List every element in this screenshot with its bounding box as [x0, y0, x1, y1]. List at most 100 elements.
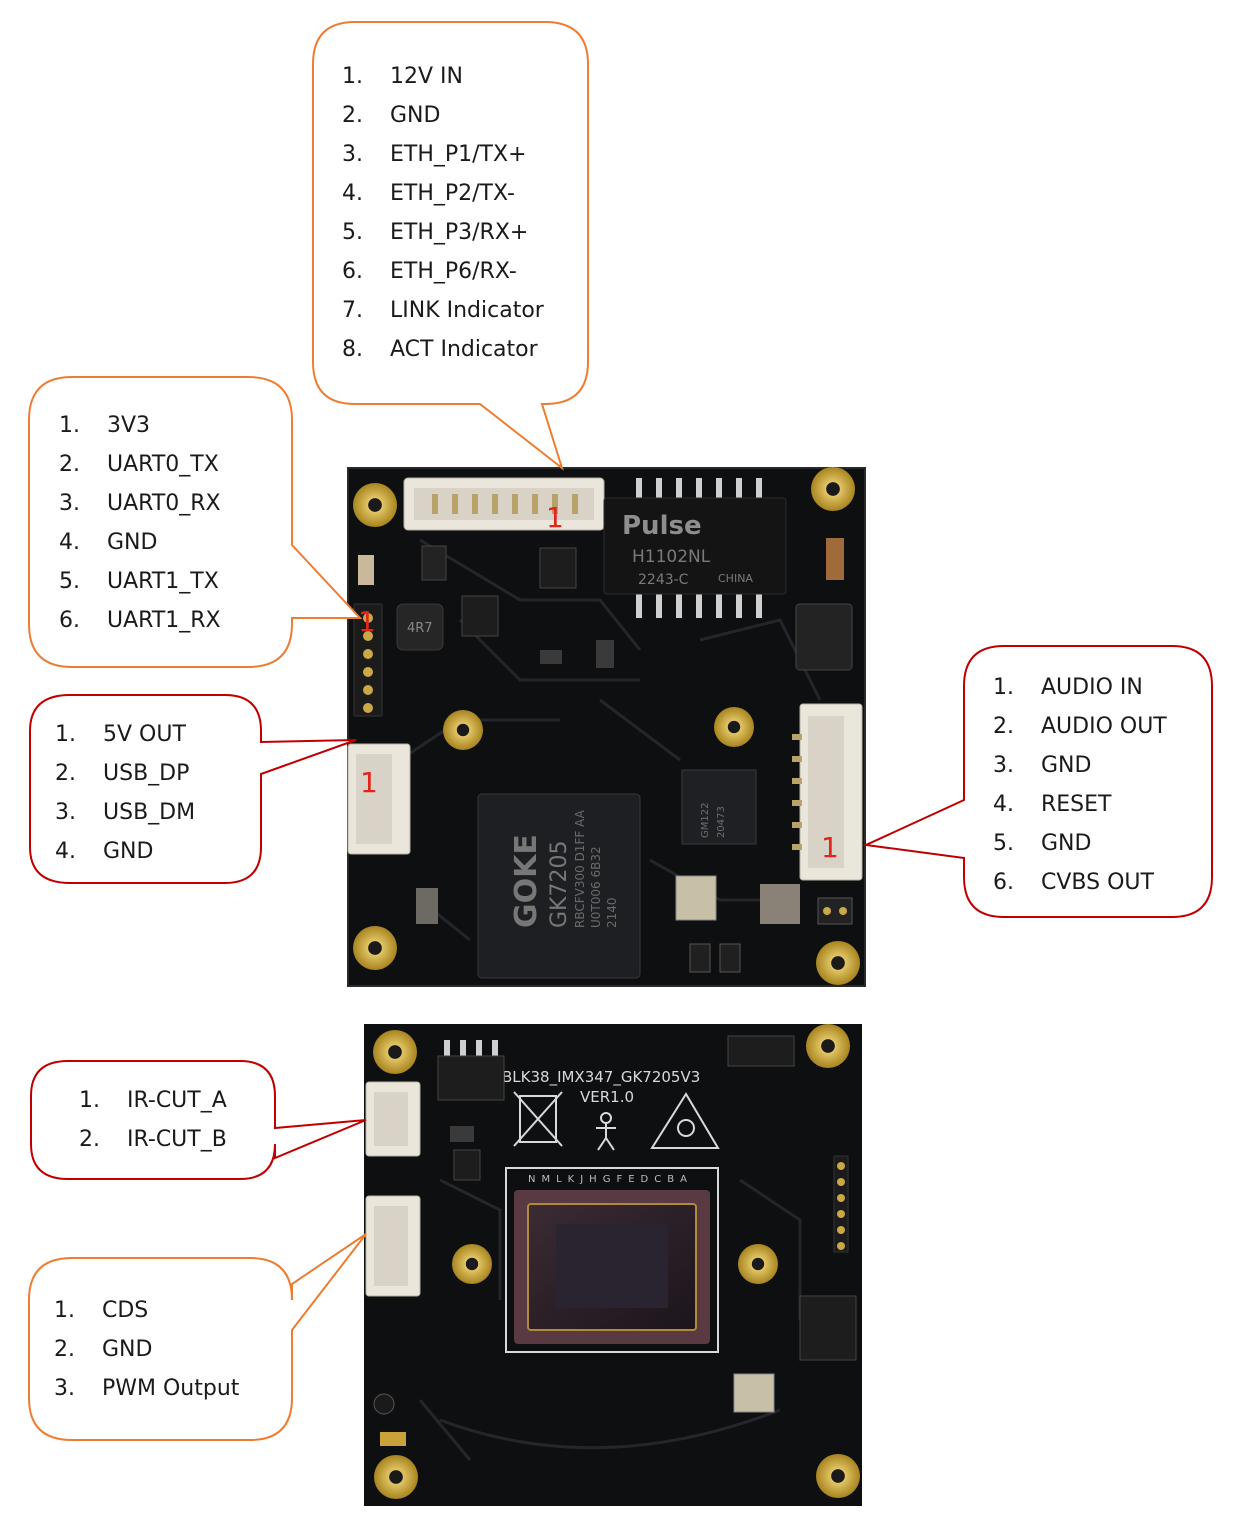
item-number: 2. [342, 103, 363, 128]
board-silkscreen-version: VER1.0 [580, 1088, 634, 1106]
callout-power-eth [312, 21, 589, 471]
esd-warning-icon [650, 1092, 720, 1149]
item-number: 4. [342, 181, 363, 206]
pin-label: ETH_P2/TX- [390, 181, 515, 206]
item-number: 3. [55, 800, 76, 825]
pin-label: UART1_RX [107, 608, 221, 633]
item-number: 5. [342, 220, 363, 245]
mount-hole [816, 941, 860, 985]
item-number: 5. [59, 569, 80, 594]
item-number: 2. [79, 1127, 100, 1152]
mount-hole [353, 483, 397, 527]
item-number: 1. [54, 1298, 75, 1323]
bottom-board: BLK38_IMX347_GK7205V3 VER1.0 [364, 1024, 862, 1506]
callout-ircut [30, 1060, 367, 1180]
pin-label: AUDIO OUT [1041, 714, 1167, 739]
pin-label: ETH_P3/RX+ [390, 220, 529, 245]
goke-soc: GOKE GK7205 RBCFV300 D1FF AA U0T006 6B32… [477, 793, 641, 979]
uart-header [353, 603, 383, 717]
pin-label: PWM Output [102, 1376, 240, 1401]
pin-label: UART1_TX [107, 569, 219, 594]
pin1-marker-usb: 1 [360, 766, 378, 799]
list-item: 3. PWM Output [54, 1369, 239, 1408]
weee-bin-icon [513, 1091, 563, 1147]
pin1-marker-uart: 1 [358, 605, 376, 638]
callout-audio [862, 645, 1213, 918]
mount-hole [806, 1024, 850, 1068]
cds-connector [365, 1195, 421, 1297]
list-item: 5. ETH_P3/RX+ [342, 213, 544, 252]
item-number: 2. [993, 714, 1014, 739]
list-item: 5. UART1_TX [59, 562, 221, 601]
pin-label: 3V3 [107, 413, 151, 438]
list-item: 5.GND [993, 824, 1167, 863]
transformer-code: 2243-C [638, 572, 689, 588]
list-item: 3. UART0_RX [59, 484, 221, 523]
list-item: 4. ETH_P2/TX- [342, 174, 544, 213]
eth-phy-chip: GM122 20473 [681, 769, 757, 845]
eth-chip-line1: GM122 [700, 803, 711, 838]
item-number: 6. [342, 259, 363, 284]
list-item: 1.12V IN [342, 57, 544, 96]
ircut-connector [365, 1081, 421, 1157]
list-item: 3.GND [993, 746, 1167, 785]
list-item: 7. LINK Indicator [342, 291, 544, 330]
image-sensor: NMLKJHGFEDCBA [505, 1167, 719, 1353]
pin-label: ACT Indicator [390, 337, 538, 362]
item-number: 1. [55, 722, 76, 747]
pin-label: IR-CUT_A [127, 1088, 227, 1113]
pin-label: ETH_P6/RX- [390, 259, 517, 284]
pin-label: CVBS OUT [1041, 870, 1154, 895]
item-number: 3. [59, 491, 80, 516]
pin1-marker-power: 1 [546, 501, 564, 534]
callout-uart-list: 1.3V3 2.UART0_TX 3.UART0_RX 4.GND 5.UART… [59, 406, 221, 640]
list-item: 2.UART0_TX [59, 445, 221, 484]
top-board-traces [399, 538, 822, 942]
mount-hole [738, 1244, 778, 1284]
list-item: 6. UART1_RX [59, 601, 221, 640]
item-number: 6. [59, 608, 80, 633]
list-item: 1. IR-CUT_A [79, 1081, 227, 1120]
item-number: 1. [79, 1088, 100, 1113]
callout-audio-list: 1.AUDIO IN 2. AUDIO OUT 3.GND 4.RESET 5.G… [993, 668, 1167, 902]
eth-chip-line2: 20473 [716, 806, 727, 838]
pin-label: CDS [102, 1298, 149, 1323]
pin-label: IR-CUT_B [127, 1127, 227, 1152]
item-number: 2. [54, 1337, 75, 1362]
mount-hole [816, 1454, 860, 1498]
pin1-marker-audio: 1 [821, 831, 839, 864]
list-item: 6.CVBS OUT [993, 863, 1167, 902]
pin-label: LINK Indicator [390, 298, 544, 323]
list-item: 2.GND [342, 96, 544, 135]
soc-brand: GOKE [509, 834, 544, 928]
mount-hole [373, 1030, 417, 1074]
power-eth-connector [403, 477, 605, 531]
item-number: 4. [55, 839, 76, 864]
list-item: 2. AUDIO OUT [993, 707, 1167, 746]
board-silkscreen-name: BLK38_IMX347_GK7205V3 [502, 1068, 700, 1087]
mount-hole [714, 707, 754, 747]
list-item: 4.GND [59, 523, 221, 562]
list-item: 6. ETH_P6/RX- [342, 252, 544, 291]
pin-label: UART0_RX [107, 491, 221, 516]
item-number: 2. [59, 452, 80, 477]
pin-label: GND [103, 839, 154, 864]
inductor: 4R7 [396, 603, 444, 651]
usb-connector [347, 743, 411, 855]
item-number: 7. [342, 298, 363, 323]
transformer-origin: CHINA [718, 572, 753, 585]
pin-label: USB_DP [103, 761, 190, 786]
item-number: 2. [55, 761, 76, 786]
list-item: 4.RESET [993, 785, 1167, 824]
item-number: 3. [342, 142, 363, 167]
list-item: 1.AUDIO IN [993, 668, 1167, 707]
pin-label: ETH_P1/TX+ [390, 142, 527, 167]
item-number: 3. [54, 1376, 75, 1401]
bottom-misc-components [373, 1035, 857, 1446]
list-item: 3.USB_DM [55, 793, 195, 832]
item-number: 1. [342, 64, 363, 89]
soc-line2: U0T006 6B32 [589, 846, 603, 928]
callout-power-eth-list: 1.12V IN 2.GND 3. ETH_P1/TX+ 4. ETH_P2/TX-… [342, 57, 544, 369]
